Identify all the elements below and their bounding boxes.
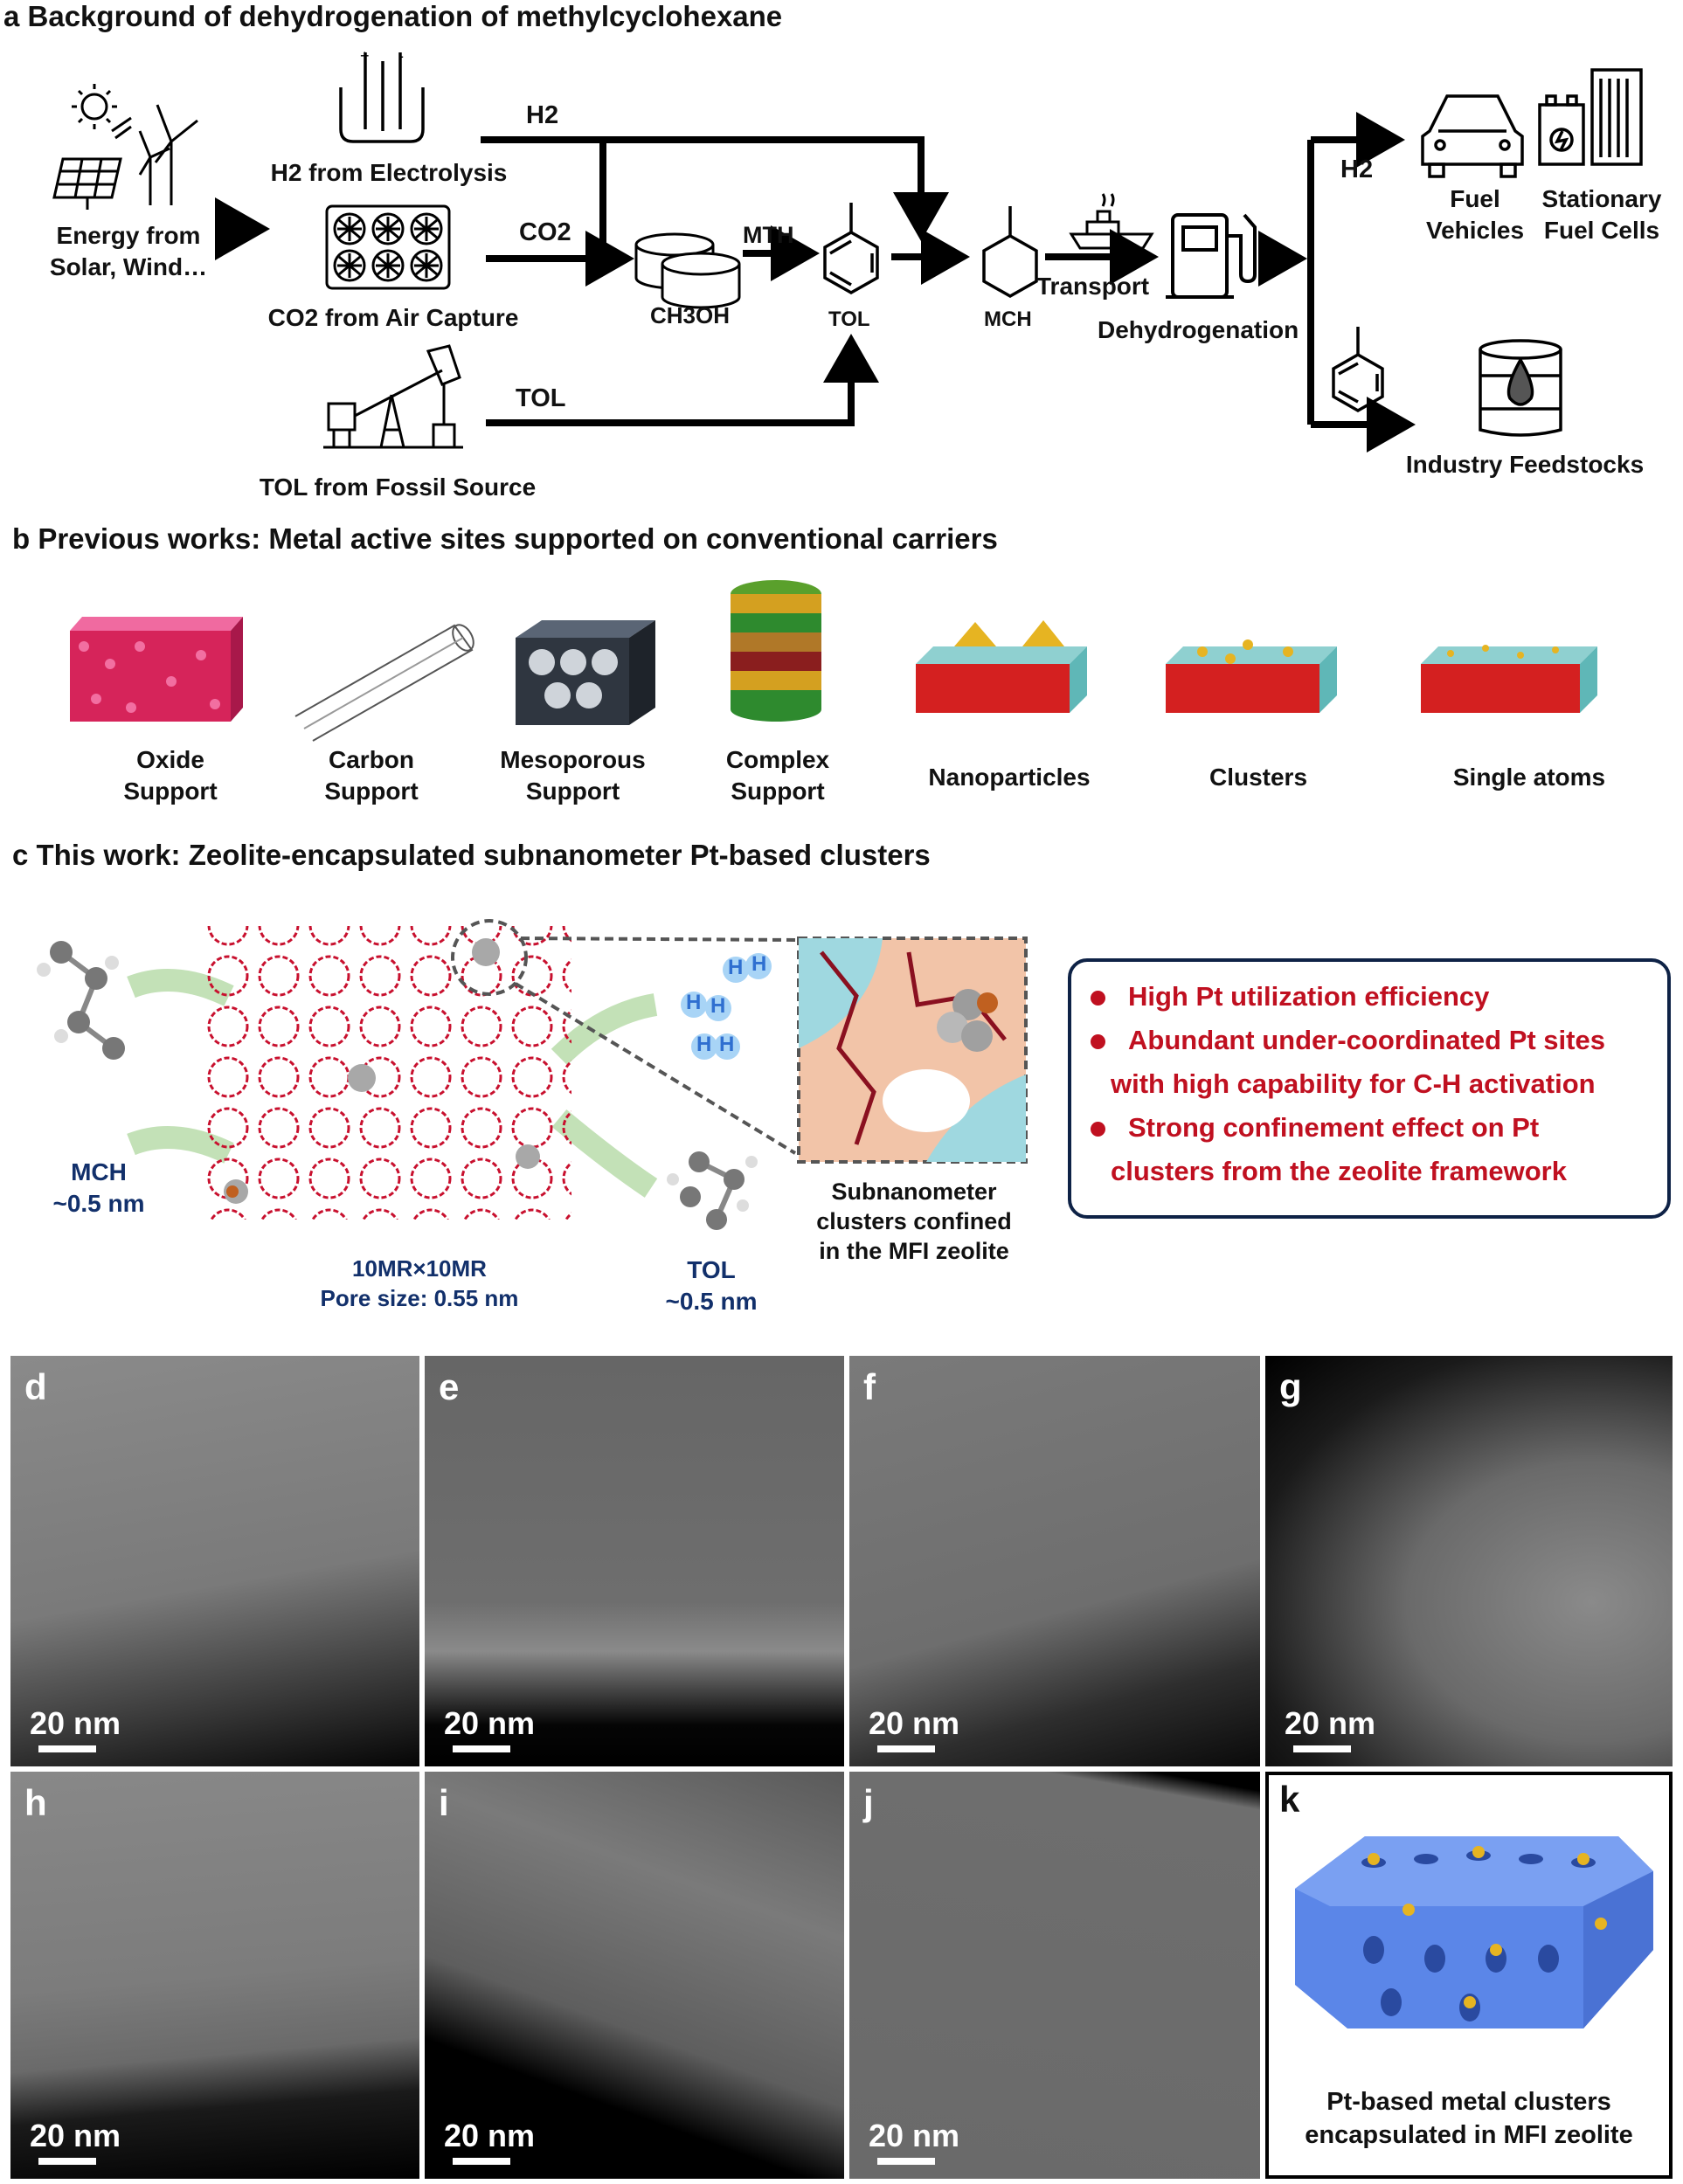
bullet-2-cont: with high capability for C-H activation bbox=[1111, 1068, 1596, 1099]
support-label-single-atoms: Single atoms bbox=[1452, 764, 1606, 791]
advantages-box: High Pt utilization efficiency Abundant … bbox=[1068, 958, 1671, 1219]
mth-label: MTH bbox=[743, 222, 794, 248]
svg-text:+: + bbox=[360, 47, 370, 65]
oil-pump-icon bbox=[323, 344, 463, 449]
panel-b-supports bbox=[70, 580, 1597, 742]
transport-label: Transport bbox=[1036, 273, 1150, 300]
panel-c-title: c This work: Zeolite-encapsulated subnan… bbox=[12, 839, 931, 871]
bullet-dot bbox=[1091, 991, 1105, 1006]
co2-air-capture-label: CO2 from Air Capture bbox=[267, 304, 519, 331]
bullet-2: Abundant under-coordinated Pt sites bbox=[1091, 1025, 1605, 1056]
flow-h2-top: H2 bbox=[526, 101, 559, 129]
bullet-1: High Pt utilization efficiency bbox=[1091, 981, 1489, 1013]
flow-tol: TOL bbox=[516, 384, 566, 412]
micrograph-j: j 20 nm bbox=[849, 1772, 1260, 2179]
methanol-tank-icon bbox=[634, 232, 741, 309]
micrograph-h: h 20 nm bbox=[10, 1772, 419, 2179]
pt-cluster bbox=[224, 938, 540, 1204]
dehydrogenation-label: Dehydrogenation bbox=[1098, 316, 1299, 343]
hydrogen-atoms-icon bbox=[681, 953, 772, 1060]
tol-size-label: TOL~0.5 nm bbox=[665, 1256, 758, 1316]
scale-bar: 20 nm bbox=[869, 1705, 959, 1752]
panel-a-diagram: + - bbox=[52, 47, 1643, 453]
mch-molecule-label: MCH bbox=[984, 308, 1032, 331]
oxide-support-image bbox=[70, 617, 243, 722]
mesoporous-support-image bbox=[516, 620, 655, 725]
mch-size-label: MCH~0.5 nm bbox=[52, 1158, 145, 1218]
complex-support-image bbox=[731, 580, 821, 722]
scale-bar: 20 nm bbox=[1285, 1705, 1375, 1752]
clusters-image bbox=[1166, 639, 1337, 713]
scale-bar: 20 nm bbox=[444, 1705, 535, 1752]
scale-bar: 20 nm bbox=[444, 2118, 535, 2165]
nanoparticles-image bbox=[916, 620, 1087, 713]
tol-molecule-model bbox=[667, 1151, 758, 1230]
scale-bar: 20 nm bbox=[869, 2118, 959, 2165]
mch-molecule-model bbox=[37, 941, 125, 1060]
fuel-pump-icon bbox=[1166, 213, 1257, 299]
micrograph-f: f 20 nm bbox=[849, 1356, 1260, 1766]
panel-a-title: a Background of dehydrogenation of methy… bbox=[3, 0, 783, 32]
car-icon bbox=[1421, 94, 1524, 178]
bullet-3-cont: clusters from the zeolite framework bbox=[1111, 1156, 1567, 1186]
micrograph-i: i 20 nm bbox=[425, 1772, 844, 2179]
tol-molecule-label: TOL bbox=[828, 308, 870, 331]
wind-turbine-icon bbox=[111, 104, 198, 205]
h2-electrolysis-label: H2 from Electrolysis bbox=[270, 159, 508, 186]
support-label-nanoparticles: Nanoparticles bbox=[928, 764, 1091, 791]
micrograph-e: e 20 nm bbox=[425, 1356, 844, 1766]
air-capture-icon bbox=[325, 204, 451, 290]
sun-icon bbox=[72, 84, 117, 129]
bullet-dot bbox=[1091, 1122, 1105, 1137]
panel-c-illustration bbox=[37, 919, 1028, 1230]
svg-text:-: - bbox=[398, 47, 404, 65]
flow-h2-right: H2 bbox=[1340, 156, 1374, 183]
fuel-cell-icon bbox=[1538, 68, 1643, 166]
industry-feedstocks-label: Industry Feedstocks bbox=[1405, 451, 1645, 478]
scale-bar: 20 nm bbox=[30, 2118, 121, 2165]
mfi-framework bbox=[204, 926, 571, 1220]
scale-bar: 20 nm bbox=[30, 1705, 121, 1752]
toluene-output-icon bbox=[1332, 327, 1384, 413]
micrograph-d: d 20 nm bbox=[10, 1356, 419, 1766]
micrograph-g: g 20 nm bbox=[1265, 1356, 1673, 1766]
mfi-zeolite-model bbox=[1295, 1836, 1653, 2028]
bullet-dot bbox=[1091, 1034, 1105, 1050]
single-atoms-image bbox=[1421, 645, 1597, 713]
toluene-molecule-icon bbox=[823, 203, 879, 295]
tol-fossil-label: TOL from Fossil Source bbox=[259, 473, 537, 501]
flow-co2: CO2 bbox=[519, 218, 571, 246]
ch3oh-label: CH3OH bbox=[650, 302, 731, 328]
support-label-clusters: Clusters bbox=[1209, 764, 1308, 791]
panel-b-title: b Previous works: Metal active sites sup… bbox=[12, 522, 998, 555]
mch-molecule-icon bbox=[982, 206, 1038, 299]
electrolysis-icon: + - bbox=[339, 47, 425, 143]
oil-barrel-icon bbox=[1479, 339, 1562, 437]
bullet-3: Strong confinement effect on Pt bbox=[1091, 1112, 1539, 1144]
carbon-nanotube-image bbox=[294, 624, 474, 742]
solar-panel-icon bbox=[52, 157, 122, 210]
ship-icon bbox=[1069, 193, 1154, 250]
